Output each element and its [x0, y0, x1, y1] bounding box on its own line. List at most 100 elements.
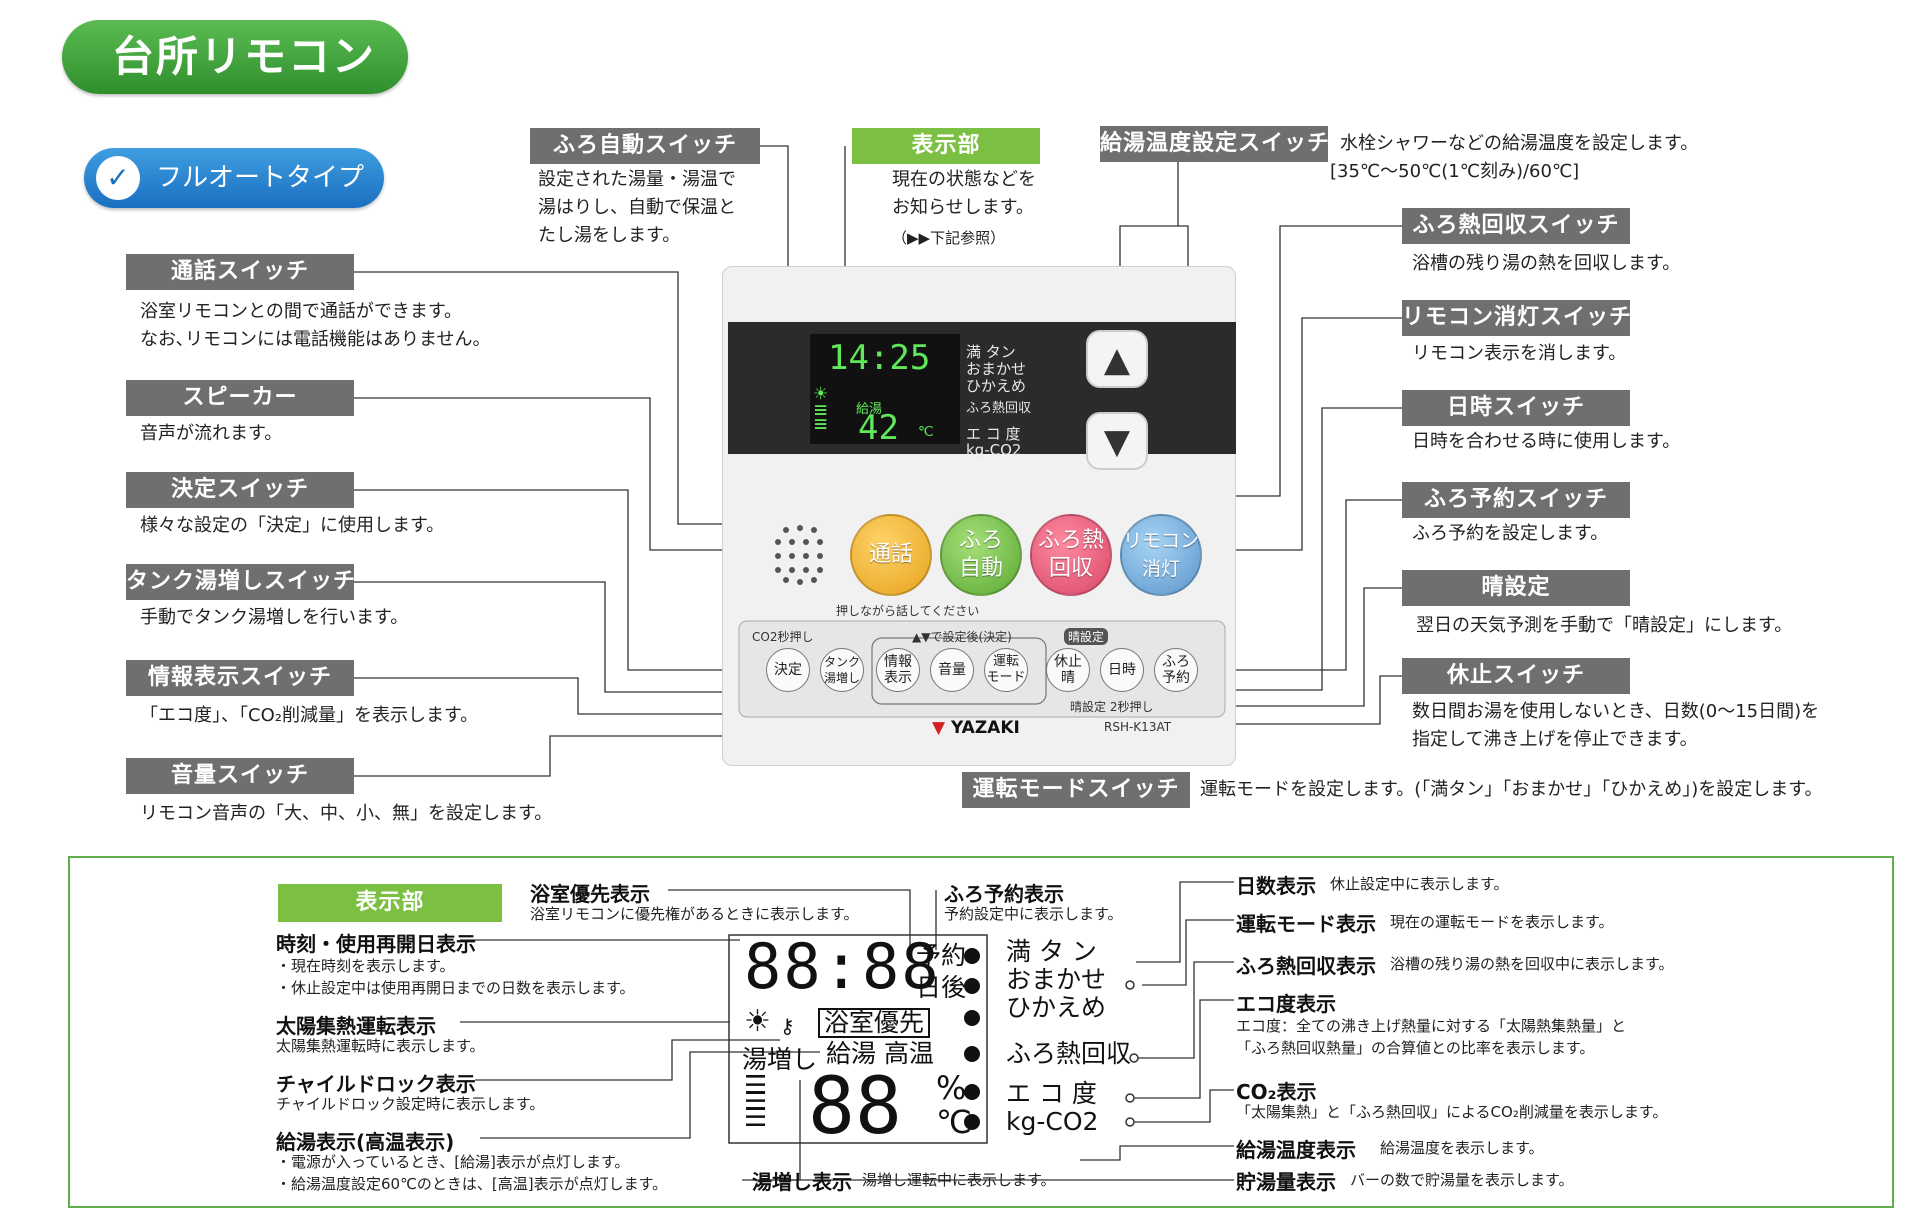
lcd-yoyaku: 予約 [916, 941, 967, 970]
display-detail-panel [68, 856, 1894, 1208]
hare-desc: 翌日の天気予測を手動で「晴設定」にします。 [1416, 615, 1793, 636]
mode-desc: 運転モードを設定します。(「満タン」「おまかせ」「ひかえめ」)を設定します。 [1200, 779, 1823, 800]
brand-name: YAZAKI [951, 718, 1020, 738]
info-desc: 「エコ度」、「CO₂削減量」を表示します。 [140, 705, 479, 726]
nichiji-button[interactable]: 日時 [1100, 648, 1144, 692]
co2-display-line-1: 「太陽集熱」と「ふろ熱回収」によるCO₂削減量を表示します。 [1236, 1103, 1668, 1121]
lcd-time: 14:25 [828, 338, 931, 378]
info-button[interactable]: 情報 表示 [876, 648, 920, 692]
furo-auto-header: ふろ自動スイッチ [530, 128, 760, 164]
yokushitsu-desc: 浴室リモコンに優先権があるときに表示します。 [530, 905, 859, 923]
temp-display-title: 給湯温度表示 [1236, 1138, 1356, 1162]
temp-switch-header: 給湯温度設定スイッチ [1100, 126, 1329, 162]
kettei-desc: 様々な設定の「決定」に使用します。 [140, 515, 445, 536]
indicator-dot [964, 948, 980, 964]
nissu-display-desc: 休止設定中に表示します。 [1330, 875, 1509, 893]
heat-display-title: ふろ熱回収表示 [1236, 954, 1376, 978]
remocon-off-header: リモコン消灯スイッチ [1402, 300, 1631, 336]
indicator-dot [964, 1114, 980, 1130]
temp-down-button[interactable]: ▼ [1086, 412, 1148, 470]
lcd-eco: エ コ 度 [1006, 1079, 1097, 1108]
clock-display-title: 時刻・使用再開日表示 [276, 932, 476, 956]
heat-recovery-header: ふろ熱回収スイッチ [1402, 208, 1630, 244]
furo-yoyaku-button[interactable]: ふろ 予約 [1154, 648, 1198, 692]
furo-auto-desc-2: 湯はりし、自動で保温と [538, 197, 736, 218]
yokushitsu-title: 浴室優先表示 [530, 882, 650, 906]
indicator-dot [964, 978, 980, 994]
lcd-co2: kg-CO2 [966, 441, 1022, 459]
indicator-dot [964, 1084, 980, 1100]
lcd-kyuto: 給湯 [856, 402, 883, 417]
lcd-mode-3: ひかえめ [966, 377, 1027, 395]
lcd-temp-segments: 88 [808, 1062, 902, 1152]
panel-header: 表示部 [278, 884, 502, 922]
lcd-eco: エ コ 度 [966, 425, 1021, 443]
mode-button[interactable]: 運転 モード [984, 648, 1028, 692]
tank-header: タンク湯増しスイッチ [126, 564, 355, 600]
set-note: ▲▼で設定後(決定) [912, 630, 1012, 644]
model-number: RSH-K13AT [1104, 720, 1172, 734]
solar-display-line-1: 太陽集熱運転時に表示します。 [276, 1037, 485, 1055]
clock-display-line-2: ・休止設定中は使用再開日までの日数を表示します。 [276, 979, 635, 997]
page-title: 台所リモコン [62, 20, 408, 94]
lcd-clock-segments: 88:88 [744, 930, 941, 1003]
indicator-dot [964, 1010, 980, 1026]
tank-desc: 手動でタンク湯増しを行います。 [140, 607, 409, 628]
temp-up-button[interactable]: ▲ [1086, 330, 1148, 388]
lcd-unit: ℃ [918, 424, 934, 440]
brand-logo: ▼ YAZAKI [932, 718, 1020, 738]
display-desc-2: お知らせします。 [892, 197, 1034, 218]
solar-display-title: 太陽集熱運転表示 [276, 1014, 436, 1038]
volume-button[interactable]: 音量 [930, 648, 974, 692]
lcd-mode-4: ふろ熱回収 [966, 401, 1032, 416]
lcd-mode-hikaeme: ひかえめ [1006, 993, 1107, 1022]
kyushi-button[interactable]: 休止 晴 [1046, 648, 1090, 692]
temp-display-desc: 給湯温度を表示します。 [1380, 1139, 1544, 1157]
kyuto-display-line-1: ・電源が入っているとき、[給湯]表示が点灯します。 [276, 1153, 630, 1171]
lcd-heat-recovery: ふろ熱回収 [1006, 1039, 1132, 1068]
lcd-segment-frame [728, 934, 988, 1144]
speaker-grill [775, 525, 823, 585]
lcd-co2: kg-CO2 [1006, 1107, 1099, 1136]
lcd-yumashi: 湯増し [742, 1045, 818, 1074]
furo-yoyaku-display-title: ふろ予約表示 [944, 882, 1064, 906]
lcd-yusen: 浴室優先 [818, 1008, 931, 1038]
remocon-off-button[interactable]: リモコン 消灯 [1120, 514, 1202, 596]
nissu-display-title: 日数表示 [1236, 874, 1316, 898]
child-lock-title: チャイルドロック表示 [276, 1072, 476, 1096]
mode-display-title: 運転モード表示 [1236, 912, 1376, 936]
eco-display-line-1: エコ度：全ての沸き上げ熱量に対する「太陽熱集熱量」と [1236, 1017, 1627, 1035]
yumashi-display-desc: 湯増し運転中に表示します。 [862, 1171, 1056, 1189]
volume-desc: リモコン音声の「大、中、小、無」を設定します。 [140, 803, 553, 824]
yazaki-mark-icon: ▼ [932, 718, 946, 738]
tsuwa-desc-2: なお､リモコンには電話機能はありません。 [140, 329, 491, 350]
yumashi-display-title: 湯増し表示 [752, 1170, 852, 1194]
heat-recovery-button[interactable]: ふろ熱 回収 [1030, 514, 1112, 596]
display-note: （▶▶下記参照） [892, 229, 1006, 247]
furo-auto-button[interactable]: ふろ 自動 [940, 514, 1022, 596]
lcd-lead-dots [1125, 980, 1139, 1127]
co2-note: CO2秒押し [752, 630, 814, 644]
storage-display-desc: バーの数で貯湯量を表示します。 [1350, 1171, 1574, 1189]
eco-display-title: エコ度表示 [1236, 992, 1336, 1016]
datetime-desc: 日時を合わせる時に使用します。 [1412, 431, 1681, 452]
hare-tag: 晴設定 [1064, 628, 1109, 645]
kyuto-display-line-2: ・給湯温度設定60℃のときは、[高温]表示が点灯します。 [276, 1175, 668, 1193]
display-desc-1: 現在の状態などを [892, 169, 1036, 190]
lcd-child-lock-icon: ⚷ [780, 1014, 795, 1038]
tsuwa-button[interactable]: 通話 [850, 514, 932, 596]
datetime-header: 日時スイッチ [1402, 390, 1630, 426]
furo-yoyaku-desc: ふろ予約を設定します。 [1412, 523, 1609, 544]
kettei-button[interactable]: 決定 [766, 648, 810, 692]
tank-button[interactable]: タンク 湯増し [820, 648, 864, 692]
furo-yoyaku-header: ふろ予約スイッチ [1402, 482, 1630, 518]
lcd-mode-2: おまかせ [966, 360, 1027, 378]
tsuwa-desc-1: 浴室リモコンとの間で通話ができます。 [140, 301, 463, 322]
heat-display-desc: 浴槽の残り湯の熱を回収中に表示します。 [1390, 955, 1674, 973]
hare-header: 晴設定 [1402, 570, 1630, 606]
indicator-dot [964, 1046, 980, 1062]
display-header: 表示部 [852, 128, 1040, 164]
remocon-off-desc: リモコン表示を消します。 [1412, 343, 1627, 364]
eco-display-line-2: 「ふろ熱回収熱量」の合算値との比率を表示します。 [1236, 1039, 1595, 1057]
lcd-sun-icon: ☀ [744, 1004, 771, 1039]
